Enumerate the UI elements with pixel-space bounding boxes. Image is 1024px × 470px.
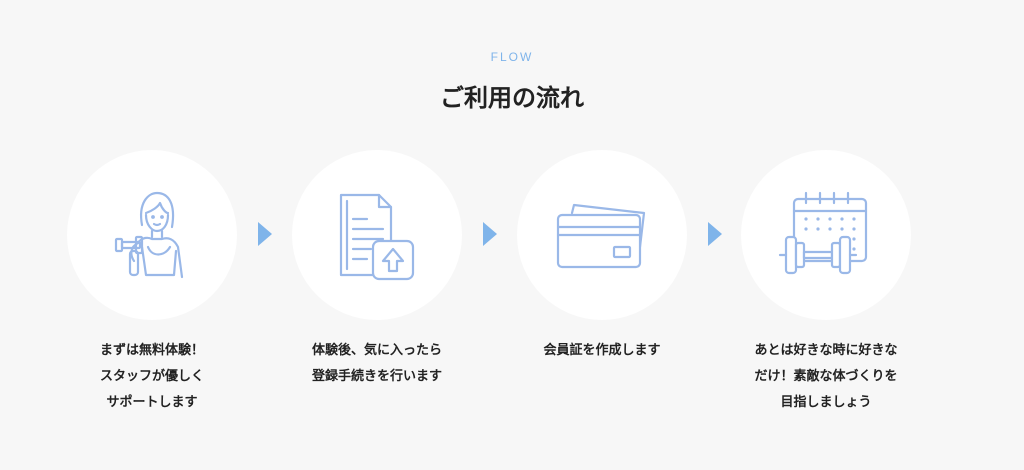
flow-step-3: 会員証を作成します xyxy=(517,150,687,364)
step-3-circle xyxy=(517,150,687,320)
step-1-circle xyxy=(67,150,237,320)
step-1-line-1: まずは無料体験！ xyxy=(99,343,204,358)
step-2-line-2: 登録手続きを行います xyxy=(311,369,442,384)
step-2-circle xyxy=(292,150,462,320)
step-2-caption: 体験後、気に入ったら 登録手続きを行います xyxy=(292,338,462,390)
step-3-caption: 会員証を作成します xyxy=(517,338,687,364)
step-4-line-1: あとは好きな時に好きな xyxy=(754,343,898,358)
step-1-caption: まずは無料体験！ スタッフが優しく サポートします xyxy=(67,338,237,416)
step-1-line-2: スタッフが優しく xyxy=(99,369,204,384)
flow-step-1: まずは無料体験！ スタッフが優しく サポートします xyxy=(67,150,237,416)
step-4-line-2: だけ！素敵な体づくりを xyxy=(754,369,898,384)
next-arrow-icon xyxy=(708,222,722,246)
flow-step-2: 体験後、気に入ったら 登録手続きを行います xyxy=(292,150,462,390)
step-2-line-1: 体験後、気に入ったら xyxy=(311,343,442,358)
document-upload-icon xyxy=(339,193,415,281)
flow-step-4: あとは好きな時に好きな だけ！素敵な体づくりを 目指しましょう xyxy=(741,150,911,416)
next-arrow-icon xyxy=(258,222,272,246)
next-arrow-icon xyxy=(483,222,497,246)
calendar-dumbbell-icon xyxy=(778,191,868,275)
step-1-line-3: サポートします xyxy=(106,395,198,410)
member-card-icon xyxy=(556,203,646,269)
step-4-line-3: 目指しましょう xyxy=(780,395,872,410)
trainer-with-dumbbell-icon xyxy=(114,191,184,279)
section-eyebrow: FLOW xyxy=(490,50,534,64)
step-4-circle xyxy=(741,150,911,320)
step-4-caption: あとは好きな時に好きな だけ！素敵な体づくりを 目指しましょう xyxy=(741,338,911,416)
section-title: ご利用の流れ xyxy=(440,84,584,112)
step-3-line-1: 会員証を作成します xyxy=(543,343,661,358)
